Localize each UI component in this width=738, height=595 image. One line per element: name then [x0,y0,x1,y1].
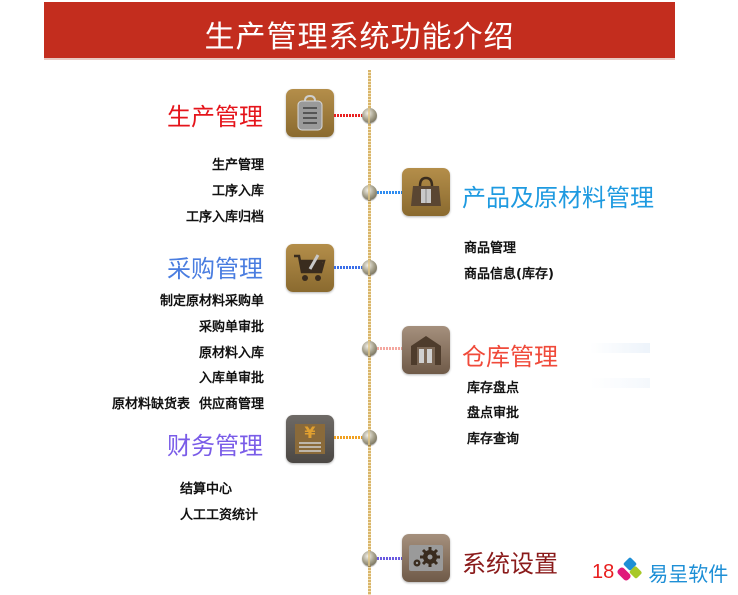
yen-icon: ¥ [295,423,325,454]
connector-warehouse [377,347,404,350]
brand-logo: 18 易呈软件 [592,557,728,587]
timeline-node-production [362,108,377,123]
timeline-node-purchase [362,260,377,275]
finance-item: 人工工资统计 [180,508,259,523]
module-heading-production: 生产管理 [167,103,263,131]
connector-purchase [334,266,364,269]
timeline-node-finance [362,430,377,445]
production-item: 工序入库 [211,184,264,199]
header-banner: 生产管理系统功能介绍 [44,2,675,60]
timeline-node-warehouse [362,341,377,356]
purchase-item: 入库单审批 [198,371,264,386]
purchase-item: 原材料缺货表 供应商管理 [111,397,264,412]
product-material-item: 商品信息(库存) [464,267,554,282]
module-heading-finance: 财务管理 [167,432,263,460]
purchase-item: 原材料入库 [198,346,264,361]
clipboard-icon [297,95,323,131]
warehouse-item: 盘点审批 [467,406,520,421]
module-icon-product-material [402,168,450,216]
product-material-item: 商品管理 [464,241,517,256]
timeline-axis [368,70,371,595]
module-icon-warehouse [402,326,450,374]
purchase-item: 采购单审批 [198,320,264,335]
svg-text:¥: ¥ [304,423,315,442]
module-icon-production [286,89,334,137]
diamond-logo-icon [617,557,642,581]
connector-production [334,114,364,117]
logo-number-fragment: 18 [592,560,615,583]
connector-product-material [377,191,404,194]
faded-decoration [590,343,650,353]
module-heading-product-material: 产品及原材料管理 [462,184,654,212]
warehouse-item: 库存盘点 [467,381,520,396]
timeline-node-settings [362,551,377,566]
gears-icon [409,545,443,571]
production-item: 工序入库归档 [185,210,264,225]
module-heading-purchase: 采购管理 [167,255,263,283]
bag-icon [411,176,441,206]
module-icon-purchase [286,244,334,292]
timeline-node-product-material [362,185,377,200]
warehouse-item: 库存查询 [467,432,520,447]
production-item: 生产管理 [211,158,264,173]
faded-decoration [590,378,650,388]
brand-name: 易呈软件 [648,561,729,586]
module-icon-settings [402,534,450,582]
module-heading-warehouse: 仓库管理 [462,343,558,371]
warehouse-icon [411,336,441,365]
page-title: 生产管理系统功能介绍 [204,20,515,55]
connector-settings [377,557,404,560]
finance-item: 结算中心 [180,482,233,497]
module-icon-finance: ¥ [286,415,334,463]
purchase-item: 制定原材料采购单 [159,294,264,309]
connector-finance [334,436,364,439]
module-heading-settings: 系统设置 [462,550,558,578]
cart-icon [294,254,326,281]
